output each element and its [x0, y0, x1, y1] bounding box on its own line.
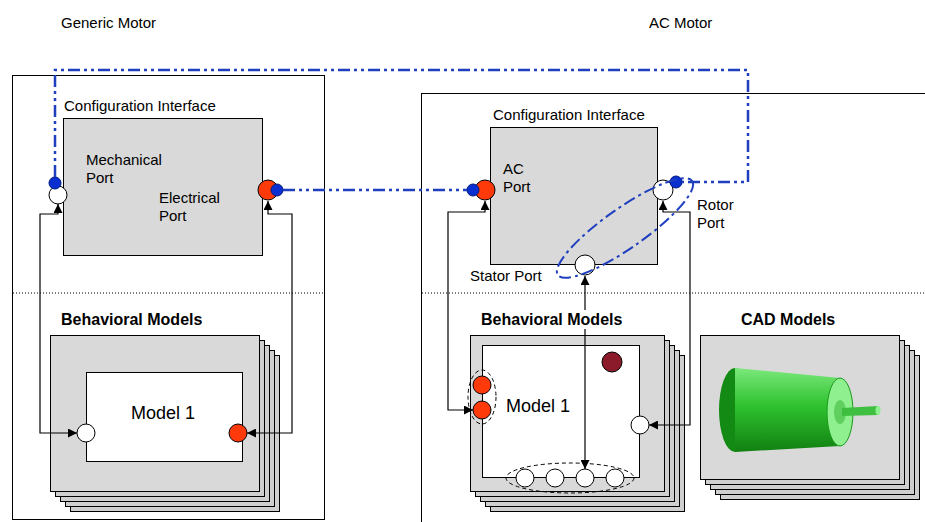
- connection-dot: [467, 184, 479, 196]
- port-label: Electrical Port: [159, 189, 239, 225]
- model-box: Model 1: [86, 372, 243, 462]
- model-name: Model 1: [506, 396, 570, 418]
- port-circle: [606, 469, 624, 487]
- port-circle: [576, 469, 594, 487]
- port-circle: [258, 180, 278, 200]
- model-stack: Model 1Behavioral Models: [50, 335, 260, 492]
- port-link: [283, 189, 467, 192]
- mapping-arrow: [448, 201, 485, 410]
- port-circle: [77, 424, 95, 442]
- port-circle: [602, 352, 622, 372]
- port-label: Mechanical Port: [86, 151, 176, 187]
- interface-box: Configuration InterfaceMechanical PortEl…: [63, 118, 263, 256]
- stack-heading: Behavioral Models: [479, 310, 624, 329]
- motor-illustration: [719, 368, 881, 452]
- cad-stack: CAD Models: [700, 335, 900, 480]
- separator-line: [13, 293, 324, 294]
- panel-title: AC Motor: [649, 14, 712, 32]
- connection-dot: [271, 184, 283, 196]
- port-circle: [631, 416, 649, 434]
- mapping-arrow: [584, 276, 585, 469]
- port-link: [55, 70, 748, 182]
- port-circle: [653, 180, 673, 200]
- section-heading: Configuration Interface: [64, 97, 216, 115]
- model-name: Model 1: [87, 403, 239, 425]
- port-circle: [516, 469, 534, 487]
- component-panel: Configuration InterfaceAC PortModel 1Beh…: [421, 93, 925, 522]
- component-panel: Configuration InterfaceMechanical PortEl…: [12, 75, 325, 520]
- connection-dot: [49, 177, 61, 189]
- interface-box: Configuration InterfaceAC Port: [490, 127, 658, 265]
- port-circle: [473, 376, 491, 394]
- model-stack: Model 1Behavioral Models: [470, 335, 665, 492]
- mapping-arrow: [649, 201, 690, 425]
- connection-dot: [670, 176, 682, 188]
- port-label: Rotor Port: [697, 196, 739, 232]
- port-group-ellipse: [468, 370, 496, 424]
- port-circle: [473, 401, 491, 419]
- model-box: Model 1: [482, 345, 640, 478]
- mapping-arrow: [40, 204, 77, 433]
- port-circle: [229, 424, 247, 442]
- stack-heading: CAD Models: [739, 310, 837, 329]
- port-circle: [49, 186, 67, 204]
- section-heading: Configuration Interface: [493, 106, 645, 124]
- panel-title: Generic Motor: [61, 14, 156, 32]
- port-label: AC Port: [503, 160, 543, 196]
- mapping-arrow: [247, 201, 292, 433]
- port-group-ellipse: [506, 463, 634, 493]
- port-group-ellipse: [546, 165, 703, 292]
- separator-line: [422, 293, 925, 294]
- port-circle: [475, 180, 495, 200]
- stack-heading: Behavioral Models: [59, 310, 204, 329]
- port-label: Stator Port: [470, 267, 542, 285]
- port-circle: [575, 255, 595, 275]
- port-circle: [546, 469, 564, 487]
